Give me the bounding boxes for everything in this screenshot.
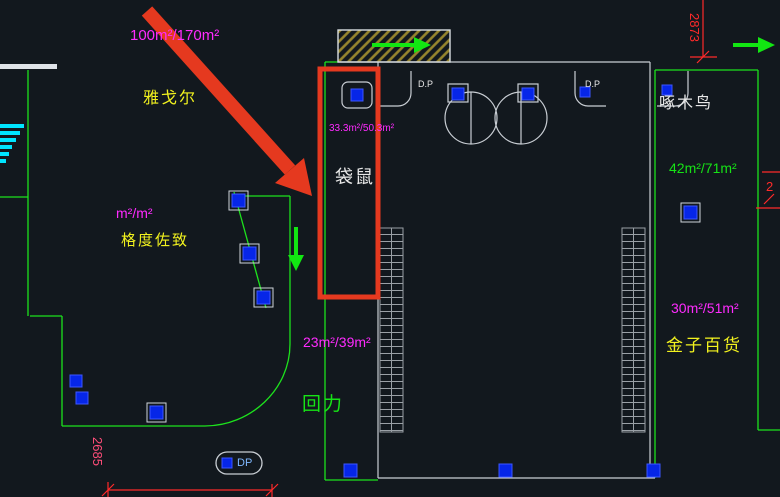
dimension-right-edge: 2	[766, 179, 774, 194]
escalator-left-icon	[379, 227, 404, 433]
store-label-zhuomuniao: 啄木鸟	[659, 95, 714, 112]
store-label-huili: 回力	[302, 394, 345, 415]
store-label-yageer: 雅戈尔	[143, 90, 198, 107]
area-label-yageer: 100m²/170m²	[130, 27, 220, 44]
area-label-daishu: 33.3m²/50.3m²	[329, 123, 395, 134]
area-label-jinzi: 30m²/51m²	[671, 300, 739, 316]
store-label-jinzi: 金子百货	[666, 336, 742, 355]
dp-label-left: D.P	[418, 79, 434, 89]
dp-label-bottom: DP	[237, 457, 253, 469]
entrance-hatch-icon	[337, 29, 451, 63]
area-label-huili: 23m²/39m²	[303, 334, 371, 350]
area-label-zhuomuniao: 42m²/71m²	[669, 160, 737, 176]
flow-arrows	[288, 37, 775, 271]
dimension-2685: 2685	[90, 437, 105, 466]
revolving-doors-icon	[444, 83, 548, 145]
door-markers	[69, 84, 698, 478]
store-label-gedu: 格度佐致	[121, 232, 190, 249]
highlight-rectangle	[317, 66, 381, 300]
dp-label-right: D.P	[585, 79, 601, 89]
wall-cap	[0, 64, 57, 69]
area-label-gedu: m²/m²	[116, 205, 153, 221]
dp-stadium-outline	[215, 451, 263, 475]
door-marker-frames	[146, 190, 701, 423]
dimension-marks	[101, 0, 780, 497]
annotation-arrow-icon	[141, 6, 312, 196]
dimension-2873: 2873	[687, 13, 702, 42]
escalator-right-icon	[621, 227, 646, 433]
store-label-daishu: 袋鼠	[335, 167, 375, 187]
stairs-icon	[0, 124, 24, 163]
